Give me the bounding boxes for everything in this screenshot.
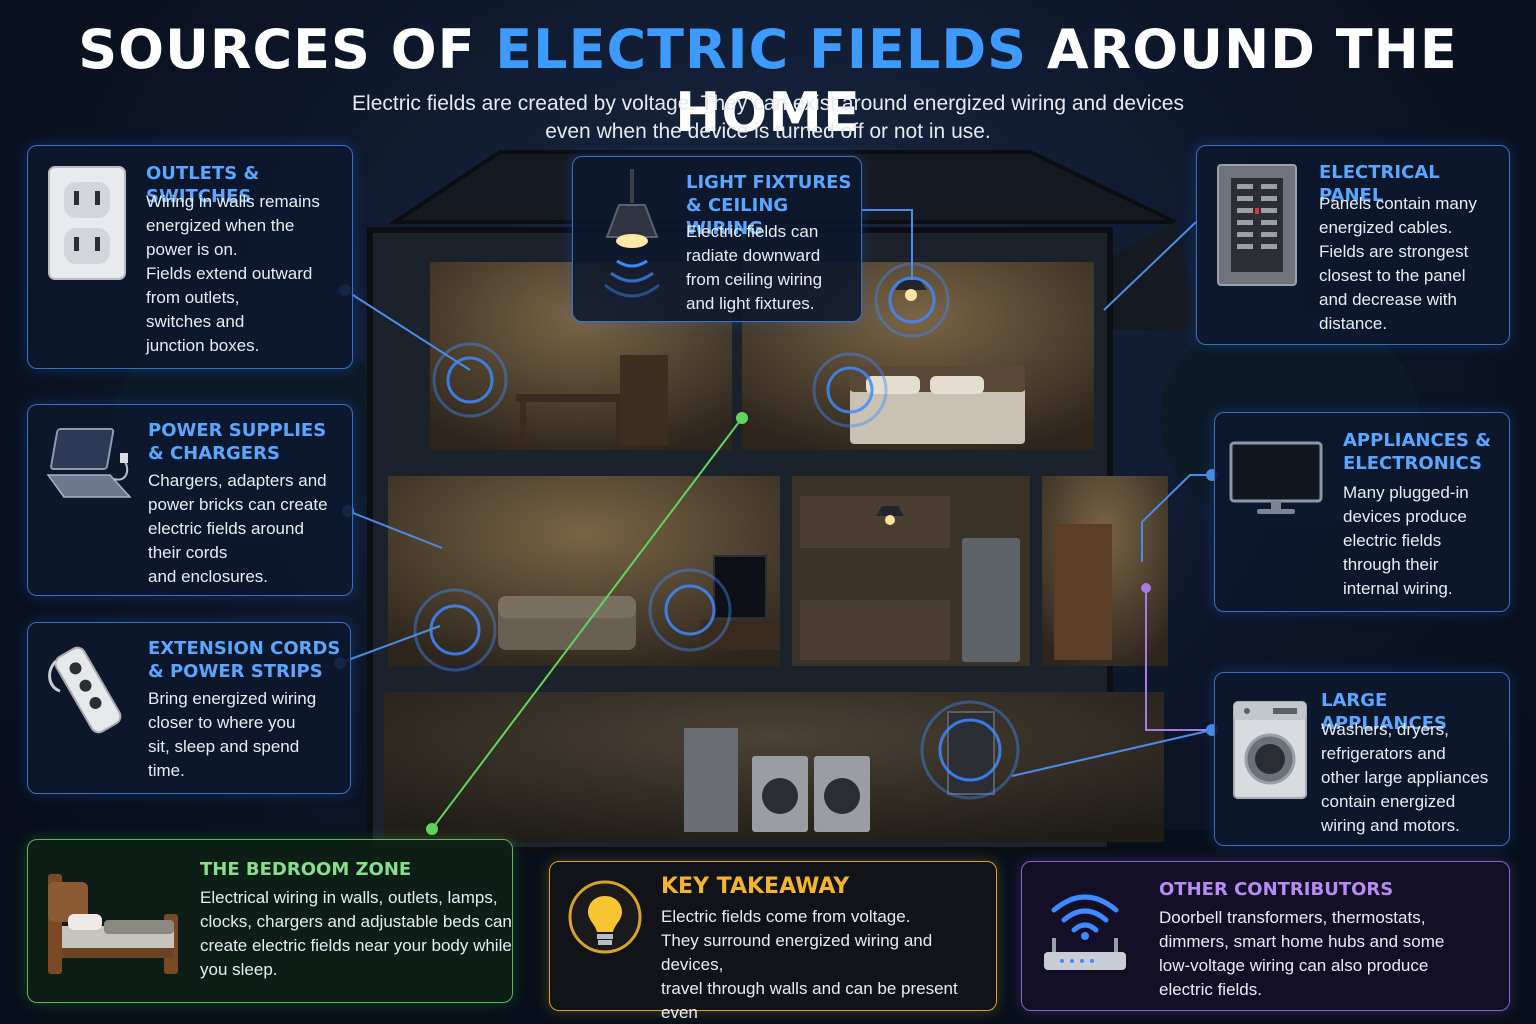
field-rings: [413, 262, 1020, 800]
card-large-appliances: LARGE APPLIANCES Washers, dryers, refrig…: [1214, 672, 1510, 846]
bed-illustration: [850, 388, 1025, 444]
wifi-router-icon: [1044, 894, 1126, 970]
card-text: Chargers, adapters and power bricks can …: [148, 471, 328, 586]
card-appliances-electronics: APPLIANCES & ELECTRONICS Many plugged-in…: [1214, 412, 1510, 612]
card-text: Wiring in walls remains energized when t…: [146, 192, 320, 355]
bookshelf-illustration: [620, 355, 668, 445]
card-title: APPLIANCES & ELECTRONICS: [1343, 430, 1491, 474]
page-subtitle: Electric fields are created by voltage. …: [352, 92, 1184, 143]
card-light-fixtures: LIGHT FIXTURES & CEILING WIRING Electric…: [572, 156, 862, 322]
card-key-takeaway: KEY TAKEAWAY Electric fields come from v…: [549, 861, 997, 1022]
desk-illustration: [516, 394, 626, 402]
card-title: POWER SUPPLIES & CHARGERS: [148, 420, 327, 464]
lightbulb-icon: [568, 880, 642, 954]
washing-machine-icon: [1233, 701, 1307, 799]
outlet-icon: [48, 166, 126, 280]
pendant-lamp-icon: [604, 169, 660, 298]
monitor-icon: [1229, 441, 1323, 514]
fridge-illustration: [962, 538, 1020, 662]
page-title: SOURCES OF ELECTRIC FIELDS AROUND THE HO…: [0, 18, 1536, 144]
side-roof: [1100, 222, 1205, 330]
card-text: Electric fields come from voltage. They …: [661, 907, 958, 1022]
card-outlets-switches: OUTLETS & SWITCHES Wiring in walls remai…: [27, 145, 353, 369]
card-title: OUTLETS & SWITCHES: [146, 163, 260, 207]
laptop-icon: [46, 428, 132, 498]
card-title: THE BEDROOM ZONE: [200, 859, 412, 880]
card-text: Doorbell transformers, thermostats, dimm…: [1159, 908, 1445, 999]
connector-lines: [339, 209, 1213, 830]
card-title: EXTENSION CORDS & POWER STRIPS: [148, 638, 341, 682]
card-text: Washers, dryers, refrigerators and other…: [1321, 720, 1489, 835]
card-bedroom-zone: THE BEDROOM ZONE Electrical wiring in wa…: [27, 839, 513, 1003]
card-text: Electric fields can radiate downward fro…: [686, 222, 823, 313]
card-title: ELECTRICAL PANEL: [1319, 162, 1440, 206]
title-part-2: AROUND THE HOME: [675, 18, 1458, 144]
card-title: KEY TAKEAWAY: [661, 874, 850, 899]
card-text: Many plugged-in devices produce electric…: [1343, 483, 1469, 598]
kitchen-cabinets: [800, 496, 950, 548]
breaker-panel-icon: [1217, 164, 1297, 286]
basement-fridge: [684, 728, 738, 832]
card-text: Panels contain many energized cables. Fi…: [1319, 194, 1477, 333]
card-extension-cords: EXTENSION CORDS & POWER STRIPS Bring ene…: [27, 622, 351, 794]
bed-icon: [48, 874, 178, 974]
card-power-supplies: POWER SUPPLIES & CHARGERS Chargers, adap…: [27, 404, 353, 596]
card-title: LARGE APPLIANCES: [1321, 690, 1447, 734]
card-text: Bring energized wiring closer to where y…: [148, 689, 317, 780]
card-other-contributors: OTHER CONTRIBUTORS Doorbell transformers…: [1021, 861, 1510, 1011]
tv-illustration: [713, 555, 767, 619]
card-electrical-panel: ELECTRICAL PANEL Panels contain many ene…: [1196, 145, 1510, 345]
card-text: Electrical wiring in walls, outlets, lam…: [200, 888, 512, 979]
card-title: LIGHT FIXTURES & CEILING WIRING: [686, 172, 852, 239]
title-part-1: SOURCES OF: [78, 18, 496, 81]
ceiling-lamp: [895, 280, 927, 290]
card-title: OTHER CONTRIBUTORS: [1159, 879, 1394, 900]
power-strip-icon: [48, 646, 122, 734]
title-accent: ELECTRIC FIELDS: [495, 18, 1028, 81]
hall-door: [1054, 524, 1112, 660]
